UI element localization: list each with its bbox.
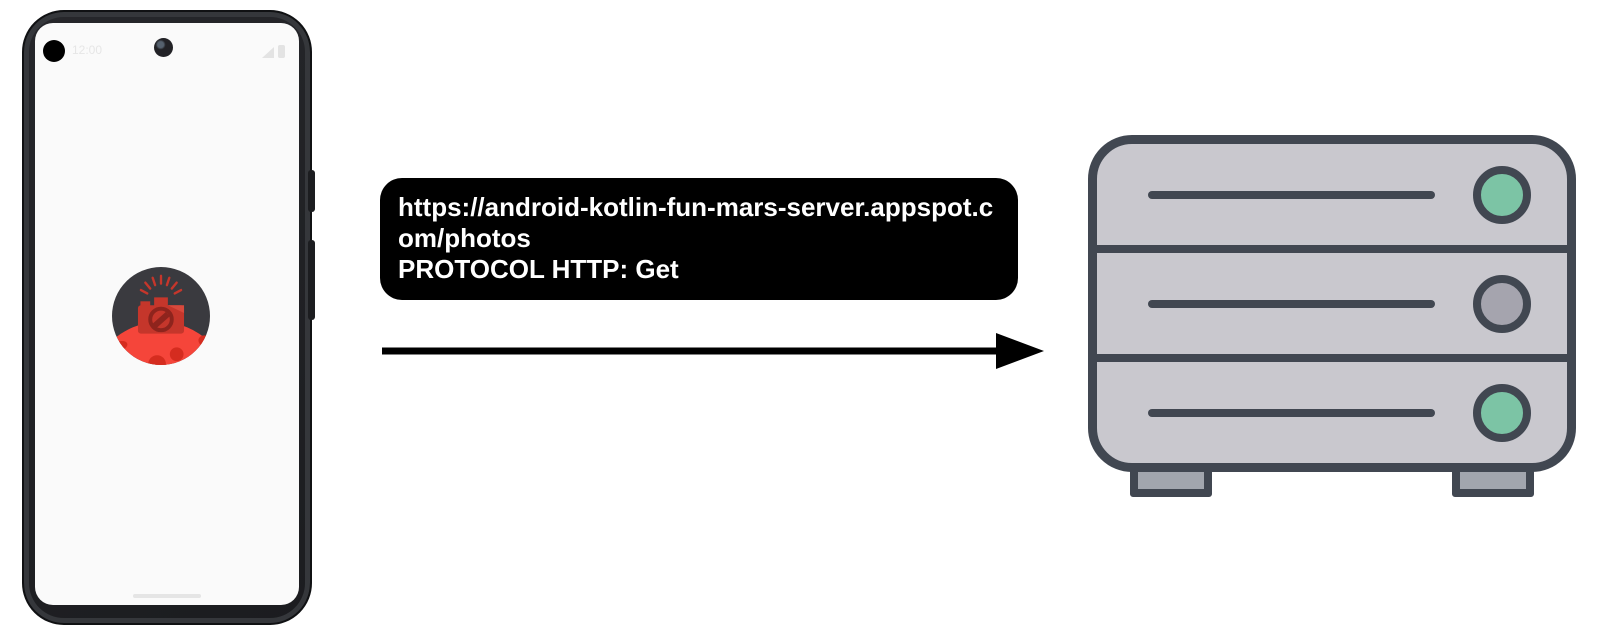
request-protocol: PROTOCOL HTTP: Get: [398, 254, 679, 284]
status-time: 12:00: [72, 43, 103, 57]
rack-led-icon: [1473, 165, 1531, 224]
rack-led-icon: [1473, 383, 1531, 442]
phone-screen: 12:00: [35, 23, 299, 605]
signal-icon: [262, 47, 274, 58]
request-bubble: https://android-kotlin-fun-mars-server.a…: [380, 178, 1018, 300]
status-icons: [262, 45, 285, 58]
server-rack-unit: [1097, 144, 1567, 245]
battery-icon: [278, 45, 285, 58]
android-phone: 12:00: [22, 10, 315, 625]
rack-slot-line: [1148, 299, 1435, 308]
rack-led-icon: [1473, 274, 1531, 333]
status-dot-icon: [43, 40, 65, 62]
phone-power-button: [308, 170, 315, 212]
rack-slot-line: [1148, 408, 1435, 417]
request-url: https://android-kotlin-fun-mars-server.a…: [398, 192, 994, 253]
server-icon: [1088, 135, 1576, 472]
arrow-right-icon: [382, 333, 1044, 369]
server-rack-unit: [1097, 362, 1567, 463]
camera-flash-rays: [139, 274, 183, 295]
phone-volume-button: [308, 240, 315, 320]
front-camera-icon: [154, 38, 173, 57]
rack-slot-line: [1148, 190, 1435, 199]
server-rack-unit: [1097, 253, 1567, 354]
gesture-bar: [133, 594, 201, 598]
rack-divider: [1097, 354, 1567, 362]
camera-icon: [137, 297, 185, 334]
rack-divider: [1097, 245, 1567, 253]
mars-photos-app-icon: [112, 267, 210, 365]
